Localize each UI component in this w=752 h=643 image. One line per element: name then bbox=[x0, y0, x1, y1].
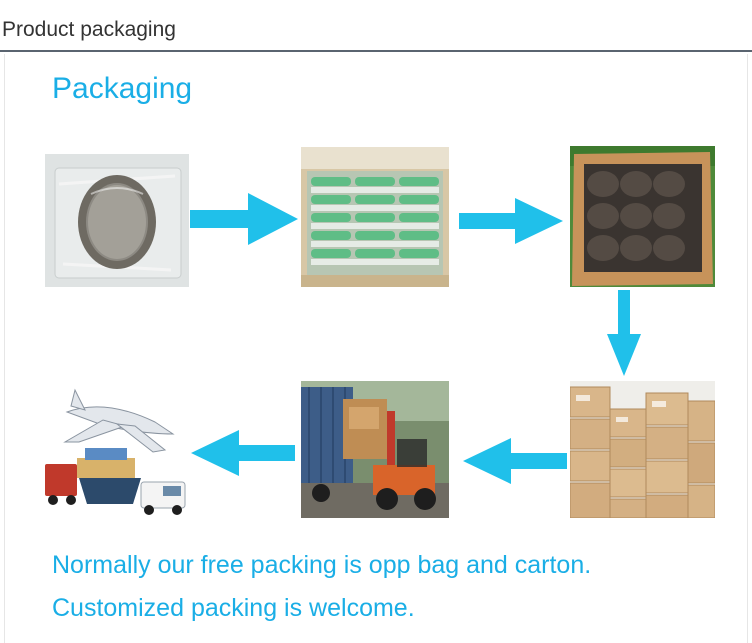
caption-customized-packing: Customized packing is welcome. bbox=[52, 594, 415, 622]
stacked-cartons-photo bbox=[570, 381, 715, 518]
arrow-left-icon bbox=[463, 438, 567, 489]
page-header: Product packaging bbox=[0, 0, 752, 52]
opp-bag-photo bbox=[45, 154, 189, 287]
shipping-transport-photo bbox=[45, 382, 189, 517]
caption-free-packing: Normally our free packing is opp bag and… bbox=[52, 551, 592, 579]
arrow-down-icon bbox=[607, 290, 641, 381]
arrow-right-icon bbox=[459, 198, 563, 249]
section-title: Packaging bbox=[52, 72, 193, 105]
arrow-left-icon bbox=[191, 430, 295, 481]
right-border bbox=[747, 54, 748, 643]
bagged-items-in-box-photo bbox=[301, 147, 449, 287]
packed-carton-photo bbox=[570, 146, 715, 287]
arrow-right-icon bbox=[190, 193, 298, 250]
page-header-title: Product packaging bbox=[2, 18, 176, 41]
left-border bbox=[4, 54, 5, 643]
forklift-loading-photo bbox=[301, 381, 449, 518]
